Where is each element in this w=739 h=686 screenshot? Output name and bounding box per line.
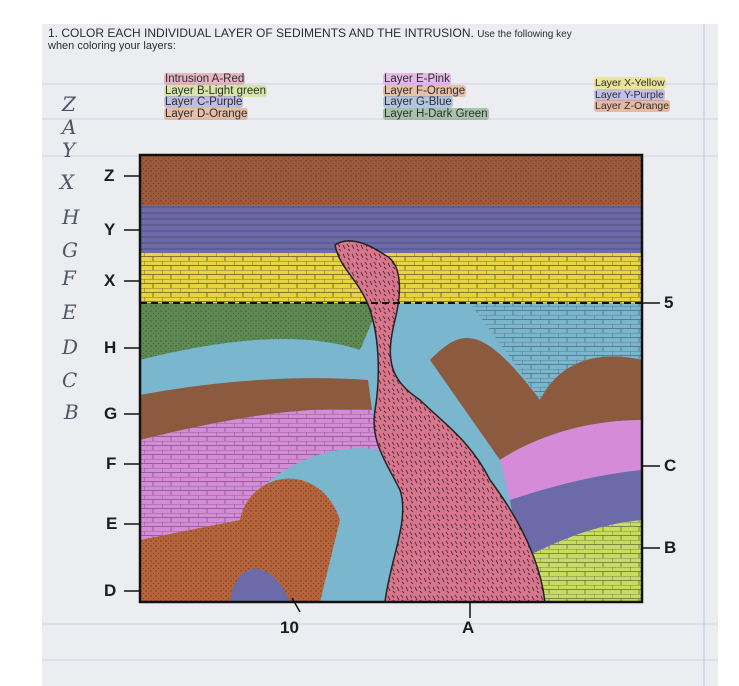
label-b: B [664, 538, 676, 558]
label-e: E [106, 514, 117, 534]
label-h: H [104, 338, 116, 358]
label-g: G [104, 404, 117, 424]
label-d: D [104, 581, 116, 601]
label-a: A [462, 618, 474, 638]
label-x: X [104, 271, 115, 291]
label-c: C [664, 456, 676, 476]
label-5: 5 [664, 293, 673, 313]
label-10: 10 [280, 618, 299, 638]
diagram-layers [140, 155, 642, 603]
label-f: F [106, 454, 116, 474]
label-y: Y [104, 220, 115, 240]
label-z: Z [104, 166, 114, 186]
